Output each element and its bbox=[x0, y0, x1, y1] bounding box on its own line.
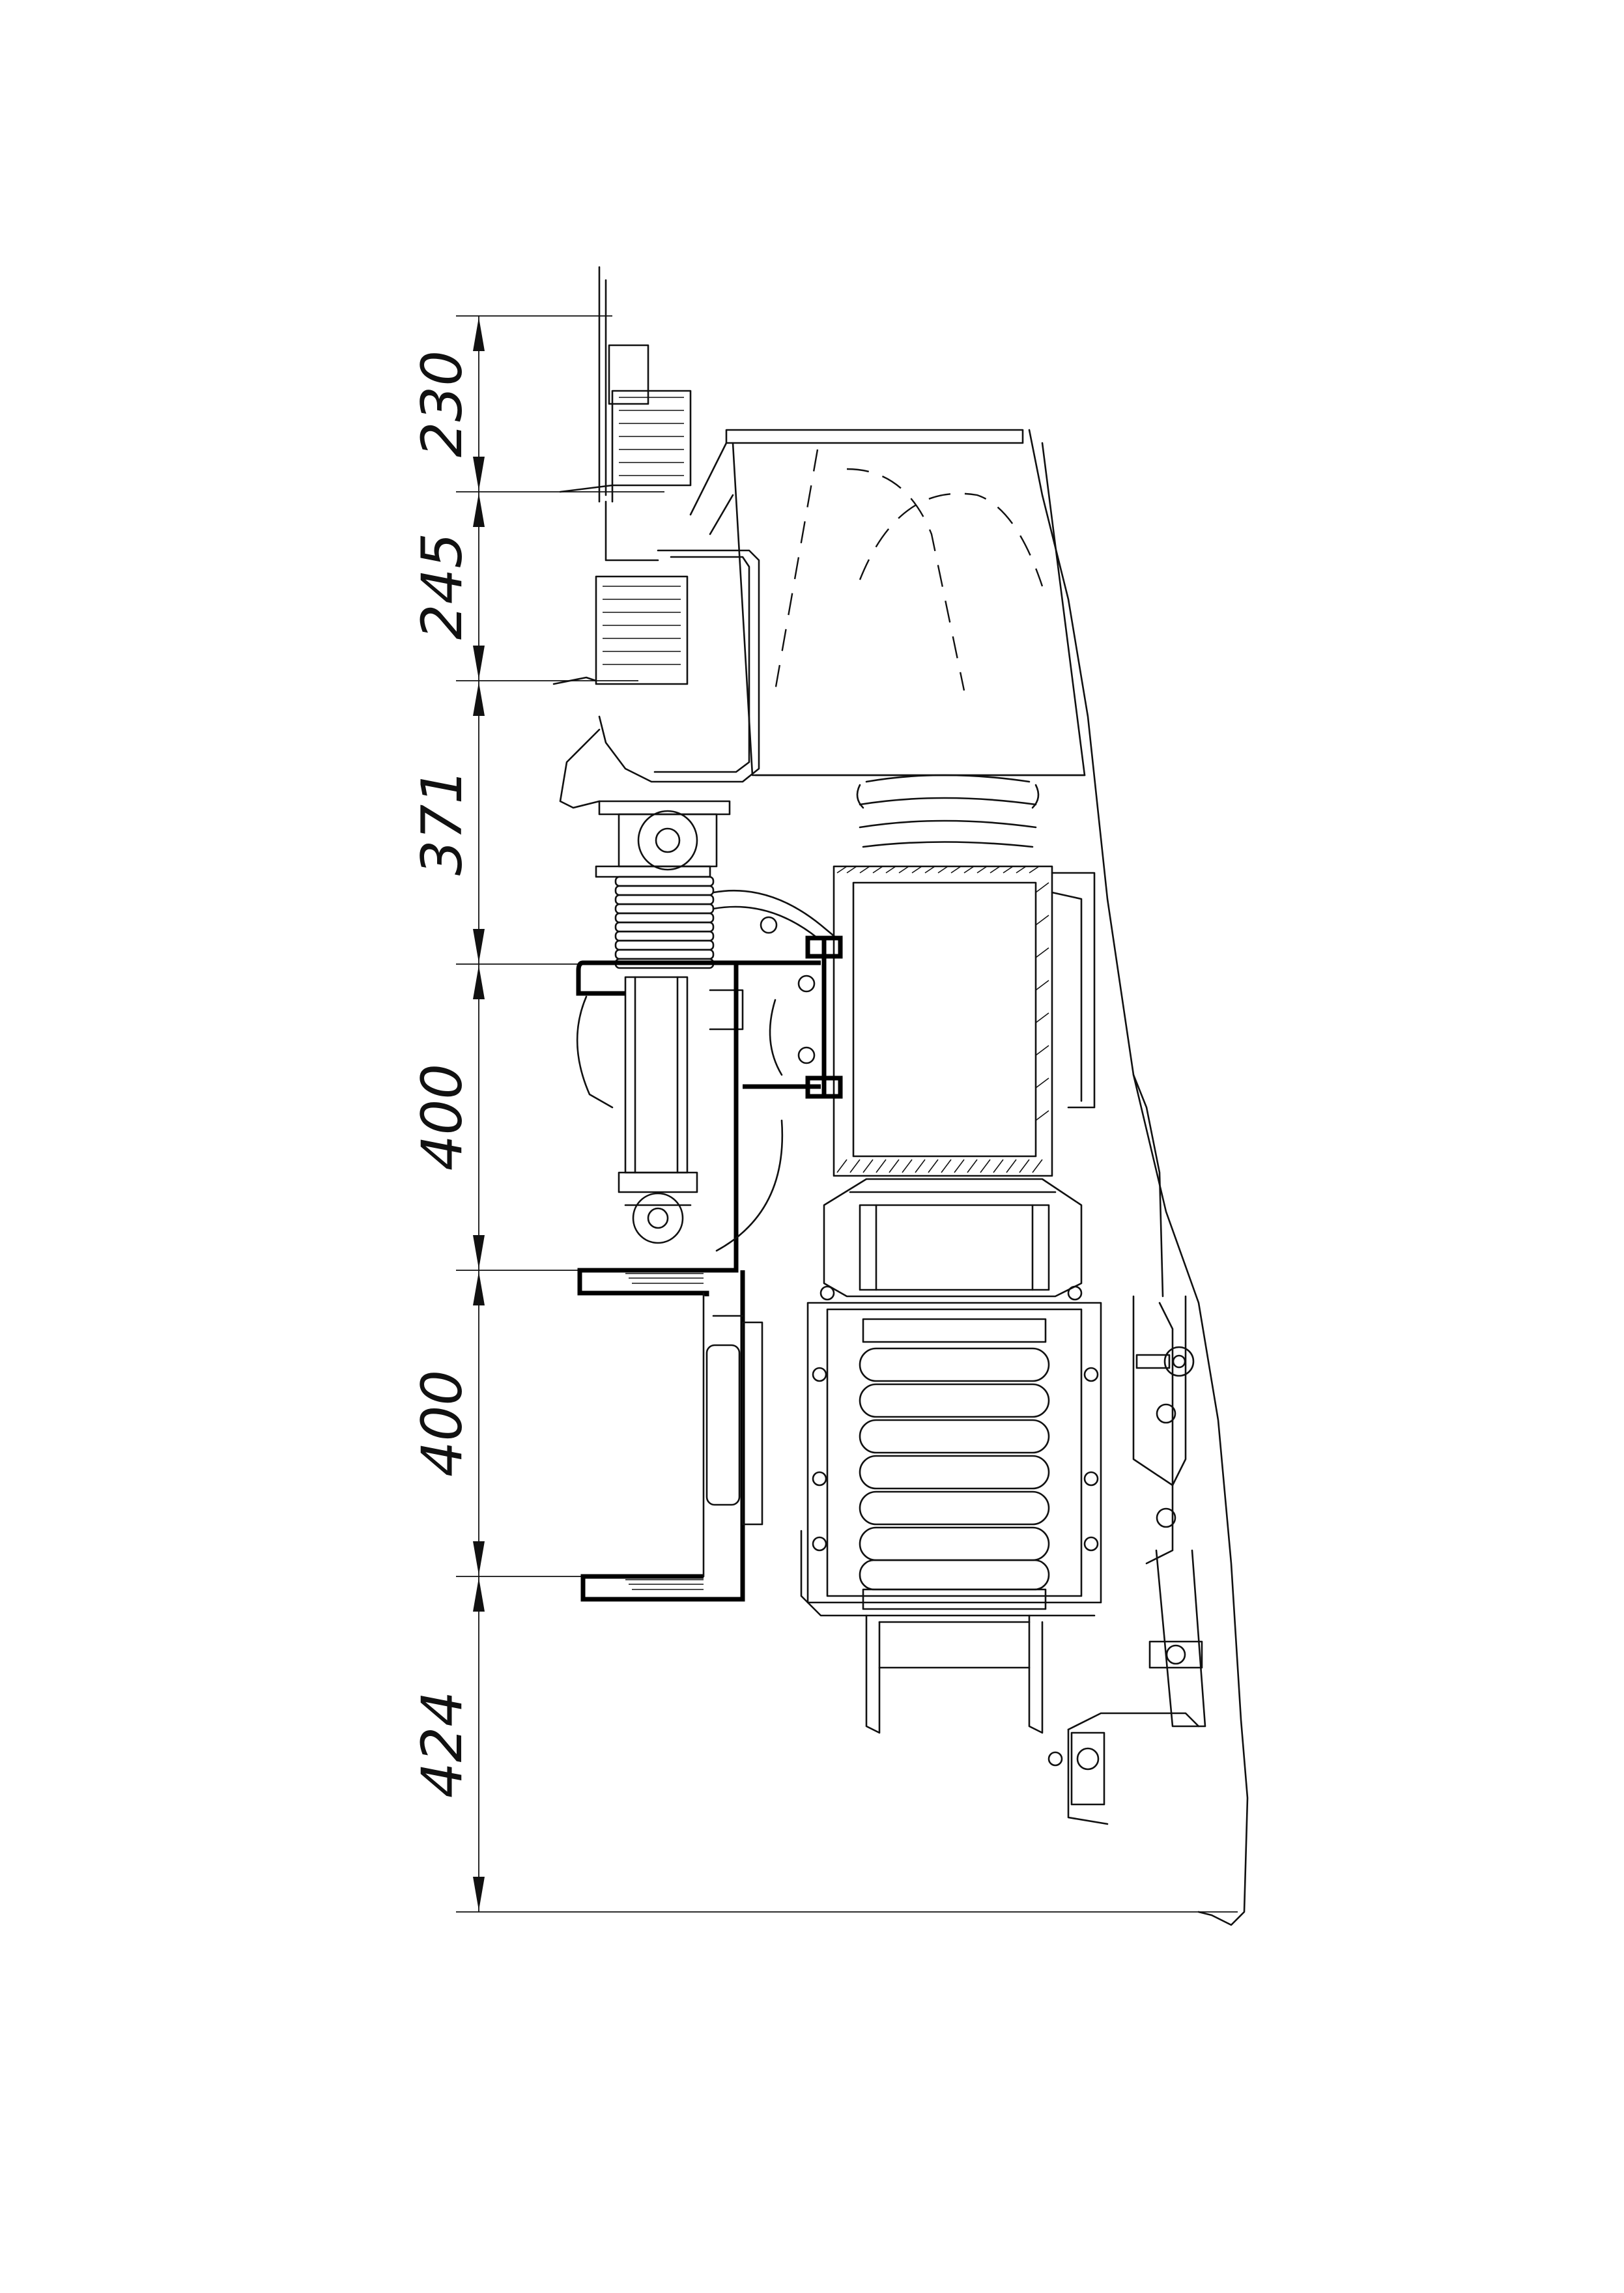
shock-absorber bbox=[576, 976, 744, 1244]
hanger-pin-upper bbox=[1163, 1346, 1195, 1377]
coupler-pin-eye bbox=[637, 810, 698, 871]
traction-brackets bbox=[576, 960, 821, 1602]
upper-bracket bbox=[576, 960, 743, 996]
coupler-head bbox=[552, 266, 760, 816]
dimension-label-400-upper: 400 bbox=[410, 1064, 475, 1171]
mounting-bolts bbox=[715, 935, 843, 1252]
bogie-side-frame bbox=[800, 1178, 1102, 1617]
side-bearer-box bbox=[833, 865, 1096, 1177]
dimension-label-424: 424 bbox=[410, 1691, 475, 1798]
top-plate bbox=[725, 429, 1024, 444]
spring-coils bbox=[859, 1347, 1050, 1591]
coupler-knuckle-box bbox=[595, 575, 689, 685]
wheel-bolt bbox=[1076, 1747, 1100, 1771]
absorber-lower-eye bbox=[632, 1192, 684, 1244]
dimension-label-371: 371 bbox=[410, 769, 475, 876]
bearer-outer bbox=[833, 865, 1053, 1177]
bellows-rings bbox=[614, 876, 715, 969]
dimension-label-400-lower: 400 bbox=[410, 1370, 475, 1477]
car-body-outline bbox=[1028, 429, 1249, 1926]
lower-bracket bbox=[580, 1270, 745, 1602]
middle-bracket bbox=[577, 963, 739, 1296]
spring-bottom-plate bbox=[862, 1588, 1047, 1610]
hanger-pin-lower bbox=[1148, 1640, 1203, 1669]
brake-hanger bbox=[1047, 1295, 1206, 1825]
axlebox-housing bbox=[806, 1302, 1102, 1604]
frame-window bbox=[859, 1204, 1050, 1291]
bolster-spring bbox=[856, 774, 1040, 848]
dimension-label-230: 230 bbox=[410, 350, 475, 457]
draft-gear-bellows bbox=[595, 810, 842, 969]
spring-top-plate bbox=[862, 1318, 1047, 1343]
dimension-arrows bbox=[473, 317, 485, 1911]
dimension-label-245: 245 bbox=[410, 533, 475, 640]
dimension-chain: 230 245 371 400 400 424 bbox=[410, 315, 1238, 1913]
main-coil-spring bbox=[859, 1318, 1050, 1734]
